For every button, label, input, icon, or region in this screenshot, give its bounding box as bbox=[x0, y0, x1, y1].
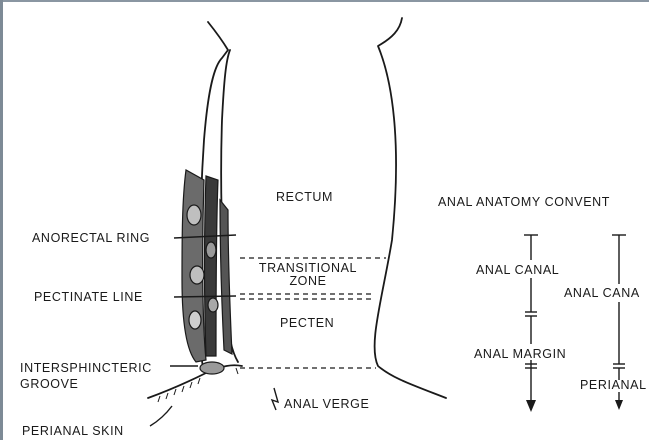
anorectal-ring-label: ANORECTAL RING bbox=[32, 232, 150, 245]
anal-verge-label: ANAL VERGE bbox=[284, 398, 369, 411]
skin-hatching bbox=[158, 368, 238, 402]
rectum-label: RECTUM bbox=[276, 191, 333, 204]
pecten-label: PECTEN bbox=[280, 317, 334, 330]
intersphincteric-groove-label-line2: GROOVE bbox=[20, 378, 78, 391]
conventions-heading: ANAL ANATOMY CONVENT bbox=[438, 196, 610, 209]
intersphincteric-groove-label-line1: INTERSPHINCTERIC bbox=[20, 362, 152, 375]
sphincter-muscle bbox=[182, 170, 232, 374]
anal-verge-arrow bbox=[272, 388, 278, 410]
perianal-skin-leader bbox=[150, 406, 172, 426]
perianal-skin-curve bbox=[148, 365, 242, 398]
transitional-zone-label-line2: ZONE bbox=[248, 275, 368, 288]
anal-margin-label: ANAL MARGIN bbox=[474, 348, 566, 361]
perianal-skin-label: PERIANAL SKIN bbox=[22, 425, 124, 438]
scale-right-arrowhead bbox=[615, 400, 623, 410]
scale-left-arrowhead bbox=[526, 400, 536, 412]
pectinate-line-leader bbox=[174, 296, 236, 297]
anal-canal-right-label: ANAL CANA bbox=[564, 287, 640, 300]
perianal-right-label: PERIANAL bbox=[580, 379, 647, 392]
pectinate-line-label: PECTINATE LINE bbox=[34, 291, 143, 304]
right-wall bbox=[375, 18, 446, 398]
transitional-zone-label-line1: TRANSITIONAL bbox=[248, 262, 368, 275]
anal-canal-left-label: ANAL CANAL bbox=[476, 264, 559, 277]
